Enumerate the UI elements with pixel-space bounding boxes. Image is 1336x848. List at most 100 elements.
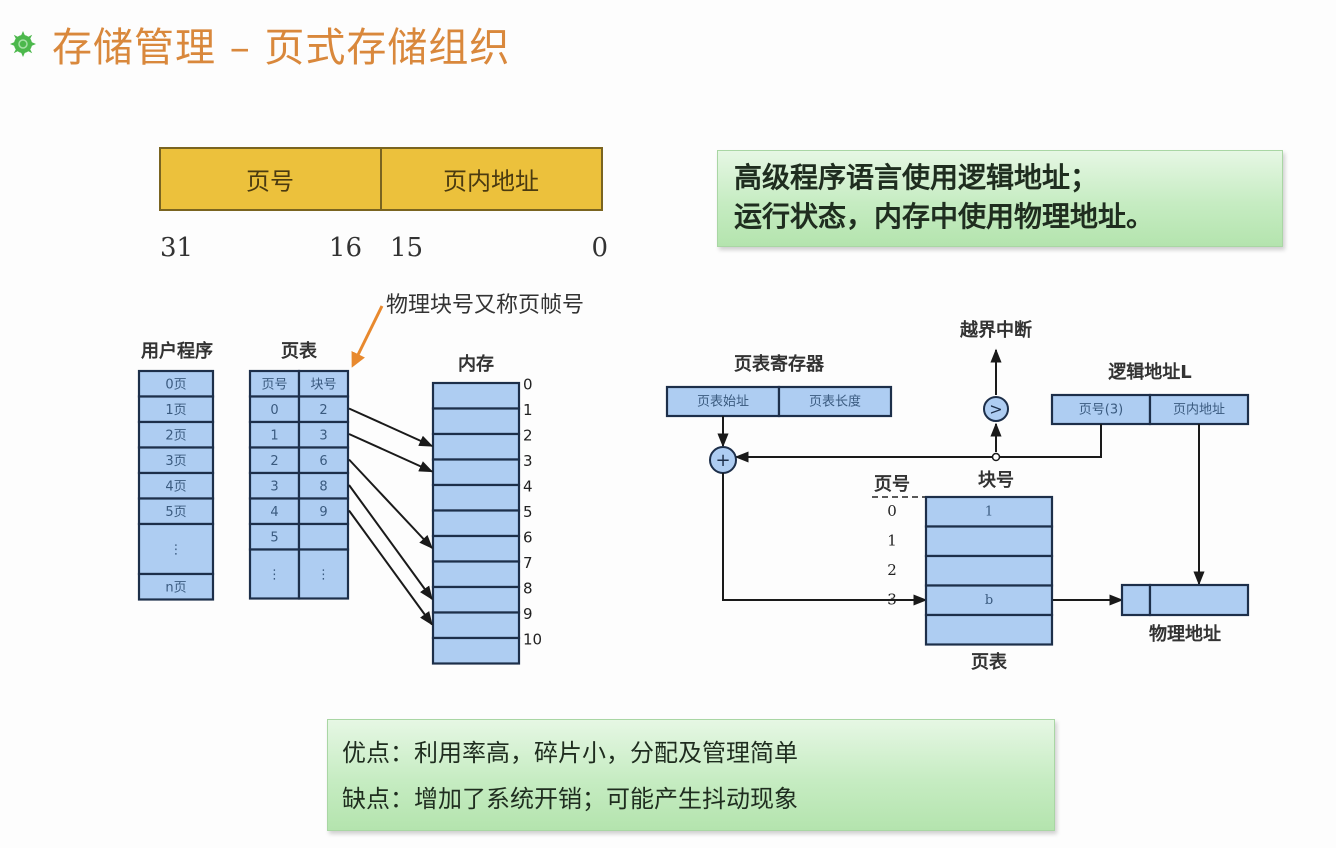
memory-block-number: 1	[523, 401, 533, 419]
memory-block-number: 2	[523, 427, 533, 445]
memory-block-number: 0	[523, 376, 533, 394]
memory-block-number: 7	[523, 554, 533, 572]
block-number-value: 8	[319, 479, 327, 494]
page-number-col-label: 页号	[874, 474, 910, 495]
program-page-label: 2页	[165, 428, 186, 443]
physical-offset-field	[1148, 583, 1250, 617]
translation-row-index: 2	[887, 561, 897, 579]
block-number-value: 9	[319, 505, 327, 520]
translation-table-label: 页表	[971, 651, 1008, 673]
translation-row-index: 3	[887, 591, 897, 609]
compare-symbol: >	[989, 400, 1002, 419]
mapping-arrow	[348, 458, 433, 550]
program-page-row	[137, 497, 215, 526]
memory-block	[431, 483, 521, 512]
program-page-label: 3页	[165, 454, 186, 469]
memory-label: 内存	[458, 353, 494, 375]
logical-address-label: 逻辑地址L	[1108, 361, 1191, 383]
callout-text: 物理块号又称页帧号	[386, 293, 584, 318]
mapping-arrow	[348, 509, 433, 626]
memory-block	[431, 585, 521, 614]
memory-block-number: 10	[523, 631, 542, 649]
program-page-row	[137, 471, 215, 500]
page-number-value: 2	[270, 454, 278, 469]
program-page-row	[137, 420, 215, 449]
program-page-label: ⋮	[170, 543, 183, 558]
page-table-cell	[297, 548, 350, 600]
block-number-value: 2	[319, 403, 327, 418]
translation-table-row	[924, 525, 1054, 558]
memory-block	[431, 611, 521, 640]
translation-table-row	[924, 613, 1054, 646]
register-label: 页表寄存器	[734, 353, 825, 375]
logical-physical-note: 高级程序语言使用逻辑地址； 运行状态，内存中使用物理地址。	[717, 150, 1283, 247]
program-page-label: 1页	[165, 403, 186, 418]
logical-offset-text: 页内地址	[1173, 402, 1225, 418]
page-table-cell	[297, 522, 350, 551]
bit-label: 16	[329, 233, 362, 263]
page-table-label: 页表	[281, 340, 318, 362]
block-number-value: 块号	[310, 377, 336, 392]
slide-title: 存储管理 – 页式存储组织	[8, 14, 510, 74]
page-number-value: 4	[270, 505, 278, 520]
logical-page-text: 页号(3)	[1079, 403, 1123, 418]
memory-block	[431, 509, 521, 538]
address-format: 页号 页内地址 31 16 15 0	[159, 147, 608, 263]
memory-block-number: 8	[523, 580, 533, 598]
bit-label: 31	[160, 233, 193, 263]
logical-offset-field	[1148, 393, 1250, 426]
memory-block	[431, 560, 521, 589]
mapping-arrow	[348, 407, 434, 447]
mapping-arrows	[348, 407, 434, 626]
program-page-row	[137, 446, 215, 475]
memory-block	[431, 381, 521, 410]
page-table-cell	[297, 471, 350, 500]
page-number-value: 5	[270, 530, 278, 545]
program-page-label: n页	[165, 580, 186, 595]
memory-block	[431, 407, 521, 436]
translation-row-index: 0	[887, 502, 897, 520]
program-page-label: 4页	[165, 479, 186, 494]
memory-block-number: 4	[523, 478, 533, 496]
memory-block-number: 6	[523, 529, 533, 547]
page-number-value: ⋮	[268, 568, 281, 583]
page-number-value: 3	[270, 479, 278, 494]
memory-block	[431, 636, 521, 665]
address-translation: 页表寄存器 页表始址 页表长度 越界中断 > 逻辑地址L 页号(3) 页内地址 …	[665, 319, 1250, 673]
register-length-field	[777, 385, 893, 418]
page-number-field: 页号	[246, 168, 294, 196]
page-offset-field: 页内地址	[443, 168, 539, 196]
pros-line: 优点：利用率高，碎片小，分配及管理简单	[342, 739, 798, 767]
translation-row-index: 1	[887, 532, 897, 550]
memory-block-number: 5	[523, 503, 533, 521]
block-number-label: 块号	[978, 470, 1014, 491]
mapping-arrow	[348, 433, 434, 473]
user-program-label: 用户程序	[141, 340, 213, 362]
translation-table-row	[924, 554, 1054, 587]
bit-label: 15	[390, 233, 423, 263]
page-title: 存储管理 – 页式存储组织	[52, 25, 511, 71]
overflow-interrupt-label: 越界中断	[959, 319, 1032, 341]
page-table-cell	[297, 446, 350, 475]
memory-block-number: 3	[523, 452, 533, 470]
page-number-value: 1	[270, 428, 278, 443]
program-page-row	[137, 369, 215, 398]
page-number-value: 0	[270, 403, 278, 418]
program-page-label: 0页	[165, 377, 186, 392]
flower-bullet-icon	[10, 31, 36, 57]
page-table-cell	[248, 522, 301, 551]
cons-line: 缺点：增加了系统开销；可能产生抖动现象	[342, 785, 798, 813]
program-page-row	[137, 395, 215, 424]
pros-cons-note: 优点：利用率高，碎片小，分配及管理简单 缺点：增加了系统开销；可能产生抖动现象	[327, 719, 1055, 831]
block-number-value: 3	[319, 428, 327, 443]
program-page-row	[137, 572, 215, 601]
compare-icon	[983, 396, 1009, 422]
note-line: 高级程序语言使用逻辑地址；	[734, 161, 1099, 194]
callout-arrow-icon	[351, 305, 384, 368]
page-number-value: 页号	[261, 377, 287, 392]
register-length-text: 页表长度	[809, 394, 861, 410]
